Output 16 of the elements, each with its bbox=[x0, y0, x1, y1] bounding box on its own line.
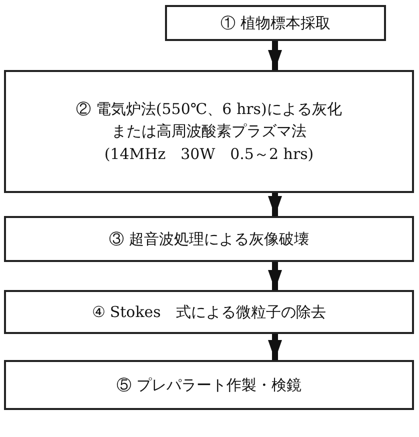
step-text: (14MHz 30W 0.5～2 hrs) bbox=[104, 144, 314, 165]
process-box bbox=[4, 70, 414, 193]
process-box bbox=[165, 5, 386, 41]
arrow bbox=[268, 193, 282, 216]
arrow bbox=[268, 262, 282, 290]
step-text: ① 植物標本採取 bbox=[220, 12, 330, 34]
step-text: ② 電気炉法(550℃、6 hrs)による灰化 bbox=[76, 98, 342, 120]
process-box bbox=[4, 290, 414, 334]
step-text: ⑤ プレパラート作製・検鏡 bbox=[116, 374, 302, 396]
step-text: ④ Stokes 式による微粒子の除去 bbox=[92, 302, 326, 323]
step-text: または高周波酸素プラズマ法 bbox=[112, 121, 306, 142]
process-box bbox=[4, 216, 414, 262]
step-text: ③ 超音波処理による灰像破壊 bbox=[109, 228, 309, 250]
arrow bbox=[268, 41, 282, 70]
process-box bbox=[4, 360, 414, 410]
arrow bbox=[268, 334, 282, 360]
